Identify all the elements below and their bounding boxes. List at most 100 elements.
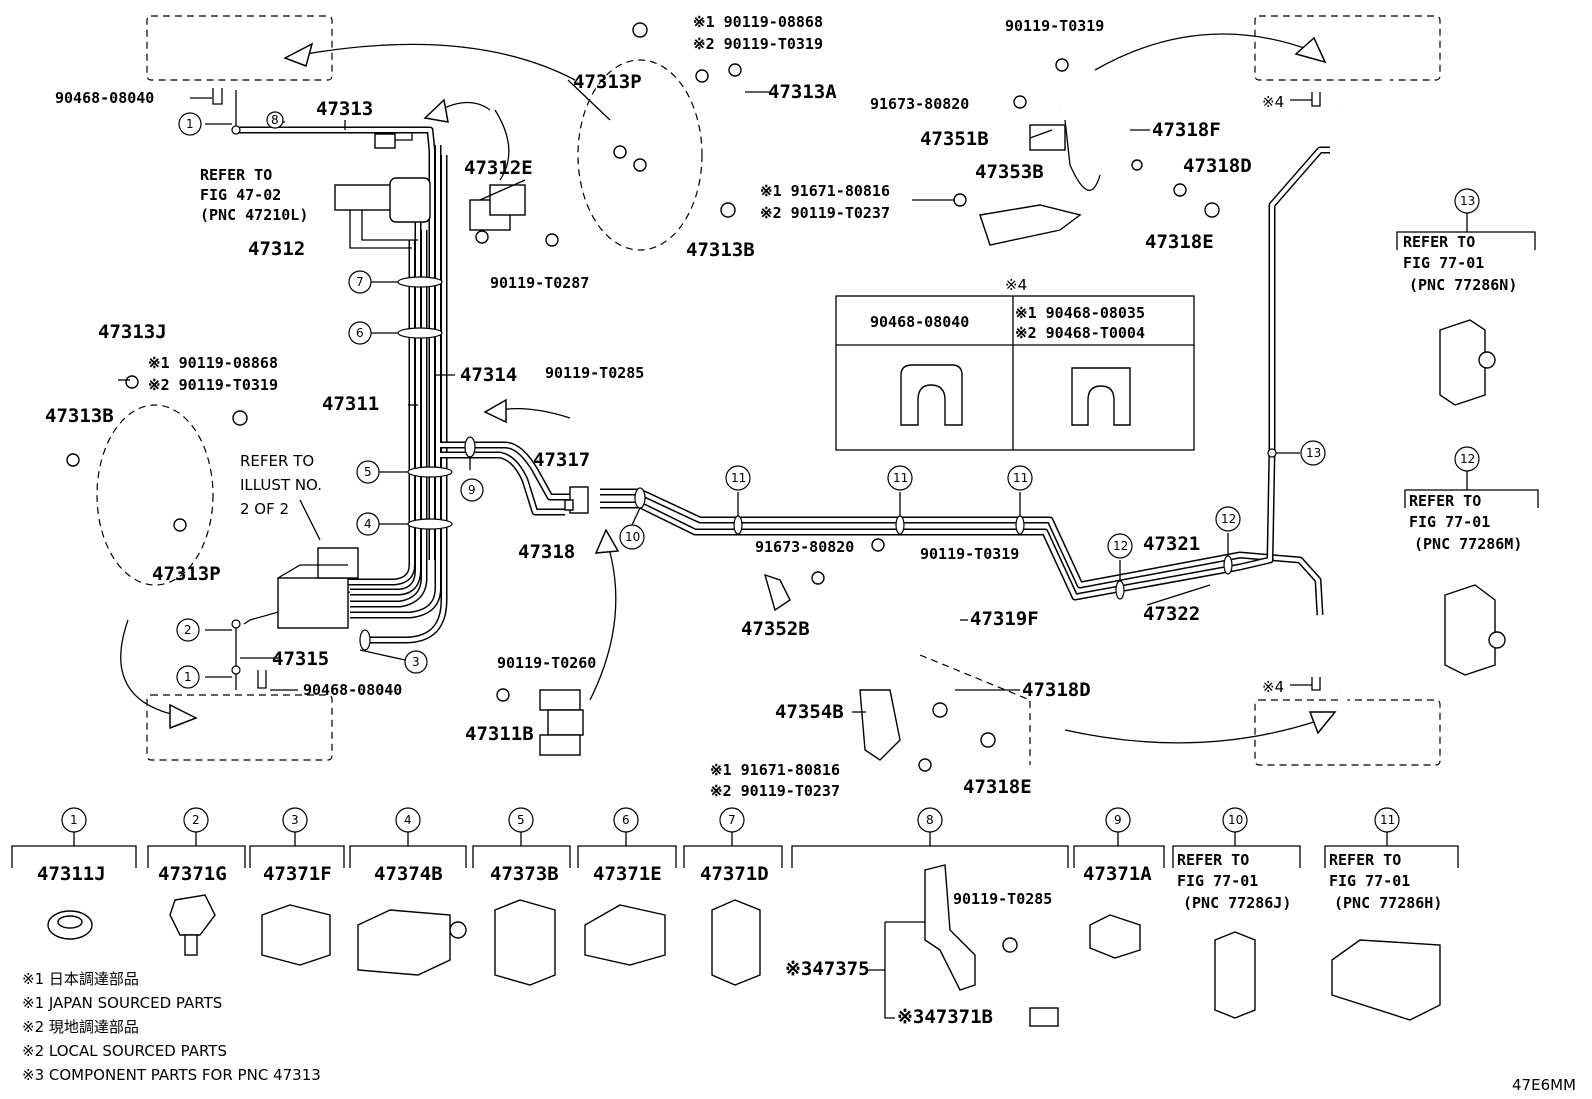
- callout-4: 4: [364, 517, 372, 531]
- label-47318D-bottom: 47318D: [1022, 679, 1091, 701]
- clip-90468-08035-icon: [1071, 367, 1131, 426]
- legend-47374B: 47374B: [374, 863, 443, 885]
- label-x1-91671-80816-top: ※1 91671-80816: [760, 182, 890, 200]
- clamp-47371E-icon: [584, 904, 666, 966]
- clamp-77286M-icon: [1444, 584, 1496, 676]
- label-47321: 47321: [1143, 533, 1200, 555]
- notes: ※1 日本調達部品 ※1 JAPAN SOURCED PARTS ※2 現地調達…: [22, 970, 321, 1084]
- brake-line-rear: [600, 146, 1330, 616]
- arrow-47311B: [589, 544, 617, 701]
- legend-8-bolt: 90119-T0285: [953, 890, 1052, 908]
- master-cylinder: [334, 132, 431, 223]
- svg-text:4: 4: [404, 813, 412, 827]
- label-90119-T0287: 90119-T0287: [490, 274, 589, 292]
- bracket-47375-icon: [924, 864, 976, 991]
- detail-box-top-right: [1254, 15, 1441, 81]
- clip-47371G-icon: [169, 894, 216, 936]
- clamp-77286N-icon: [1439, 319, 1486, 406]
- label-47312: 47312: [248, 238, 305, 260]
- detail-box-top-left: [146, 15, 333, 81]
- note-3-en: ※3 COMPONENT PARTS FOR PNC 47313: [22, 1066, 321, 1084]
- clip-47371B-icon: [1029, 1007, 1059, 1027]
- svg-text:3: 3: [291, 813, 299, 827]
- label-x2-90119-T0237-top: ※2 90119-T0237: [760, 204, 890, 222]
- svg-text:12: 12: [1460, 452, 1475, 466]
- legend-47371A: 47371A: [1083, 863, 1152, 885]
- svg-text:5: 5: [517, 813, 525, 827]
- table-x4-title: ※4: [1005, 276, 1027, 294]
- clip-x4-bottom: [1311, 677, 1321, 691]
- arrow-bottom-right: [1064, 719, 1321, 744]
- label-47319F: 47319F: [970, 608, 1039, 630]
- label-47313B-left: 47313B: [45, 405, 114, 427]
- clip-90468-08040-bottom: [257, 670, 267, 689]
- label-refer-illust-l1: REFER TO: [240, 452, 314, 470]
- label-47318: 47318: [518, 541, 575, 563]
- label-x4-right-bottom: ※4: [1262, 678, 1284, 696]
- callout-11a: 11: [731, 471, 746, 485]
- label-47352B: 47352B: [741, 618, 810, 640]
- svg-text:FIG 77-01: FIG 77-01: [1177, 872, 1258, 890]
- refer-13: 13 REFER TO FIG 77-01 (PNC 77286N): [1396, 188, 1536, 406]
- label-47311B: 47311B: [465, 723, 534, 745]
- legend-47311J: 47311J: [37, 863, 106, 885]
- svg-text:(PNC 77286H): (PNC 77286H): [1334, 894, 1442, 912]
- abs-actuator: [277, 499, 359, 629]
- label-x1-90119-08868-left: ※1 90119-08868: [148, 354, 278, 372]
- arrow-top-left: [299, 43, 576, 81]
- label-47313: 47313: [316, 98, 373, 120]
- callout-1-bottom: 1: [184, 670, 192, 684]
- table-x4-col2-l2: ※2 90468-T0004: [1015, 324, 1145, 342]
- hose-47313A: [577, 22, 744, 251]
- note-1-en: ※1 JAPAN SOURCED PARTS: [22, 994, 222, 1012]
- arrow-top-right: [1094, 33, 1311, 71]
- svg-text:FIG 77-01: FIG 77-01: [1329, 872, 1410, 890]
- detail-box-bottom-right: [1254, 699, 1441, 766]
- brake-line-harness: [231, 90, 575, 690]
- svg-text:REFER TO: REFER TO: [1403, 233, 1475, 251]
- callout-13: 13: [1306, 446, 1321, 460]
- note-2-ja: ※2 現地調達部品: [22, 1018, 139, 1036]
- label-x2-90119-T0319-top: ※2 90119-T0319: [693, 35, 823, 53]
- label-47353B: 47353B: [975, 161, 1044, 183]
- label-47351B: 47351B: [920, 128, 989, 150]
- table-x4-col1: 90468-08040: [870, 313, 969, 331]
- svg-text:FIG 77-01: FIG 77-01: [1409, 513, 1490, 531]
- svg-text:(PNC 77286J): (PNC 77286J): [1183, 894, 1291, 912]
- label-47313A: 47313A: [768, 81, 837, 103]
- diagram-code: 47E6MM: [1512, 1076, 1576, 1094]
- label-91673-80820-top: 91673-80820: [870, 95, 969, 113]
- svg-text:11: 11: [1380, 813, 1395, 827]
- svg-text:(PNC 77286M): (PNC 77286M): [1414, 535, 1522, 553]
- callout-9: 9: [468, 483, 476, 497]
- clip-90468-08040-top: [212, 88, 223, 105]
- legend-47371G: 47371G: [158, 863, 227, 885]
- label-47311: 47311: [322, 393, 379, 415]
- clamp-47373B-icon: [494, 899, 556, 986]
- label-refer-47-02-l2: FIG 47-02: [200, 186, 281, 204]
- callout-12a: 12: [1113, 539, 1128, 553]
- label-90119-T0319-mid: 90119-T0319: [920, 545, 1019, 563]
- label-47312E: 47312E: [464, 157, 533, 179]
- svg-text:9: 9: [1114, 813, 1122, 827]
- label-90468-08040-top: 90468-08040: [55, 89, 154, 107]
- label-47318D-top: 47318D: [1183, 155, 1252, 177]
- svg-text:10: 10: [1228, 813, 1243, 827]
- part-47311B-icon: [496, 688, 584, 756]
- clamp-77286H-icon: [1331, 939, 1441, 1021]
- label-47314: 47314: [460, 364, 517, 386]
- label-47318E-bottom: 47318E: [963, 776, 1032, 798]
- svg-text:REFER TO: REFER TO: [1329, 851, 1401, 869]
- label-90119-T0319-right: 90119-T0319: [1005, 17, 1104, 35]
- clamp-77286J-icon: [1214, 931, 1256, 1019]
- legend-8-sub2: ※347371B: [897, 1006, 993, 1028]
- legend-8-sub1: ※347375: [785, 958, 870, 980]
- callout-2: 2: [184, 623, 192, 637]
- hose-detail-bottom-right: [1339, 689, 1388, 731]
- svg-text:8: 8: [926, 813, 934, 827]
- callout-12b: 12: [1221, 512, 1236, 526]
- legend-47371D: 47371D: [700, 863, 769, 885]
- label-refer-47-02-l3: (PNC 47210L): [200, 206, 308, 224]
- arrow-47314: [499, 408, 571, 419]
